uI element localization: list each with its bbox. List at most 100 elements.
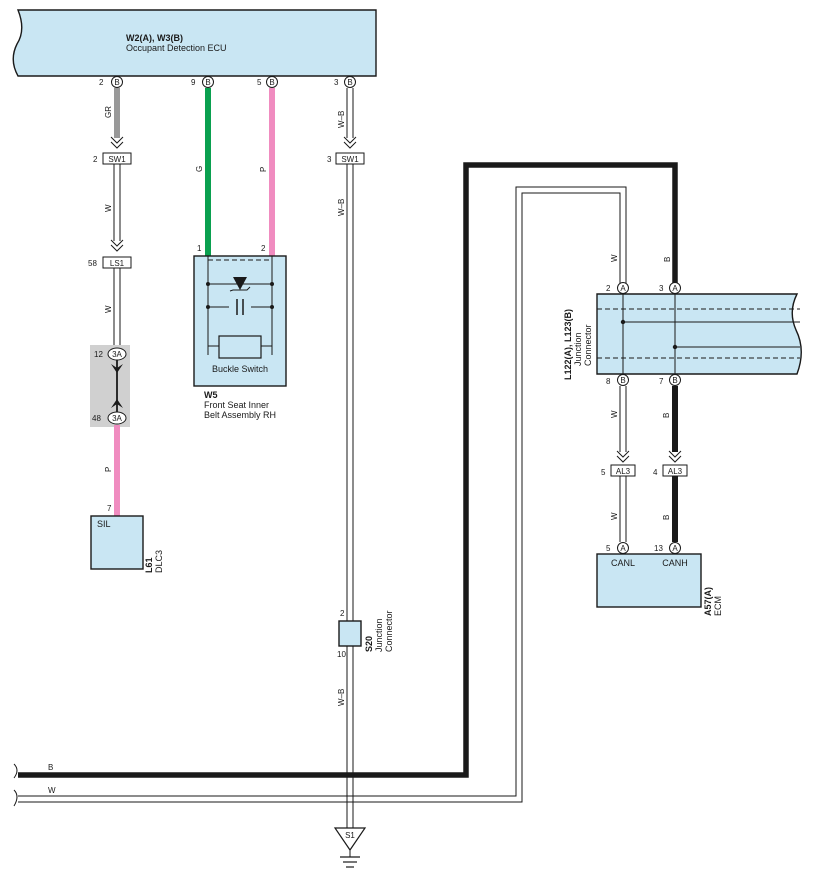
ecm: 5 A 13 A CANL CANH A57(A) ECM	[596, 542, 723, 616]
pin-bottom-right: 7	[659, 377, 664, 386]
plug-chevron-icon	[343, 136, 357, 149]
wire-label-b: B	[662, 515, 671, 520]
wire-b	[672, 386, 678, 452]
pin-number: 2	[99, 78, 104, 87]
pin-number: 5	[601, 468, 606, 477]
ecu-pin-5: 5 B	[257, 76, 278, 88]
pin-number-bottom: 48	[92, 414, 101, 423]
switch-element-icon	[218, 335, 262, 359]
pin-1: 1	[197, 244, 202, 253]
wire-label-gr: GR	[104, 106, 113, 118]
wire-label-w: W	[610, 512, 619, 520]
junction-s20: 2 10 S20 Junction Connector	[337, 609, 394, 659]
occupant-detection-ecu: W2(A), W3(B) Occupant Detection ECU	[12, 9, 377, 77]
ecm-code: A57(A)	[703, 587, 713, 616]
pin-number: 3	[334, 78, 339, 87]
wire-label-g: G	[195, 166, 204, 172]
connector-sw1-right: 3 SW1	[327, 152, 365, 165]
pin-number: 7	[107, 504, 112, 513]
conn-right: A	[672, 544, 678, 553]
pin-top-left: 2	[606, 284, 611, 293]
plug-chevron-icon	[110, 136, 124, 149]
pin-number: 58	[88, 259, 97, 268]
wire-label-b: B	[662, 413, 671, 418]
s20-name-line1: Junction	[374, 618, 384, 652]
wire-label-p: P	[104, 467, 113, 472]
pin-number: 5	[257, 78, 262, 87]
l122-code: L122(A), L123(B)	[563, 309, 573, 380]
connector-name: AL3	[616, 467, 631, 476]
dlc3-name: DLC3	[154, 550, 164, 573]
wire-label-wb: W–B	[337, 199, 346, 216]
pin-connector-letter: B	[205, 78, 210, 87]
bus-wire-b	[18, 162, 678, 778]
wire-p	[114, 425, 120, 516]
bus-label-b: B	[48, 763, 53, 772]
buckle-switch-label: Buckle Switch	[212, 364, 268, 374]
wire-label-w: W	[610, 410, 619, 418]
bus-wire-w-outer	[18, 186, 627, 797]
wire-g	[205, 88, 211, 256]
ground-label: S1	[345, 831, 355, 840]
conn-left: A	[620, 544, 626, 553]
ecm-canh: CANH	[662, 558, 688, 568]
dlc3-connector: 7 SIL L61 DLC3	[90, 504, 164, 573]
pin-top-right: 3	[659, 284, 664, 293]
pin-bottom-left: 8	[606, 377, 611, 386]
connector-al3-left: 5 AL3	[601, 464, 636, 477]
connector-3a: 12 3A 48 3A	[90, 345, 130, 427]
buckle-switch: 1 2 Buckle Switch W5 Front Seat Inner Be…	[193, 244, 287, 420]
conn-top-right: A	[672, 284, 678, 293]
wire-label-b: B	[663, 257, 672, 262]
pin-right: 13	[654, 544, 663, 553]
bus-label-w: W	[48, 786, 56, 795]
ground-point-icon	[333, 827, 367, 852]
pin-connector-letter: B	[269, 78, 274, 87]
l122-name-line2: Connector	[583, 324, 593, 366]
wire-break-icon	[13, 763, 18, 807]
wire-label-wb: W–B	[337, 689, 346, 706]
plug-chevron-icon	[668, 450, 682, 463]
dlc3-terminal: SIL	[97, 519, 111, 529]
wire-label-w: W	[104, 305, 113, 313]
ecu-code: W2(A), W3(B)	[126, 33, 183, 43]
bus-wire-w-inner	[18, 192, 621, 803]
ground-s1: S1	[333, 827, 367, 868]
pin-number: 9	[191, 78, 196, 87]
connector-name-top: 3A	[112, 350, 122, 359]
connector-al3-right: 4 AL3	[653, 464, 688, 477]
conn-bottom-left: B	[620, 376, 625, 385]
s20-code: S20	[364, 636, 374, 652]
pin-2: 2	[261, 244, 266, 253]
conn-bottom-right: B	[672, 376, 677, 385]
wire-label-p: P	[259, 167, 268, 172]
pin-number: 3	[327, 155, 332, 164]
ecu-pin-3: 3 B	[334, 76, 356, 88]
plug-chevron-icon	[616, 450, 630, 463]
ecm-name: ECM	[713, 596, 723, 616]
connector-sw1-left: 2 SW1	[93, 152, 132, 165]
wire-gr	[114, 88, 120, 138]
junction-l122-l123: 2 A 3 A 8 B 7 B L122(A), L123(B) Junctio…	[563, 282, 802, 386]
conn-top-left: A	[620, 284, 626, 293]
zener-diode-icon	[233, 277, 247, 290]
connector-ls1: 58 LS1	[88, 256, 132, 269]
wire-label-w: W	[610, 254, 619, 262]
dlc3-code: L61	[144, 557, 154, 573]
pin-number-top: 12	[94, 350, 103, 359]
connector-name: LS1	[110, 259, 125, 268]
wire-label-wb: W–B	[337, 111, 346, 128]
pin-top: 2	[340, 609, 345, 618]
l122-name-line1: Junction	[573, 332, 583, 366]
plug-chevron-icon	[110, 239, 124, 252]
wire-p-buckle	[269, 88, 275, 256]
pin-connector-letter: B	[114, 78, 119, 87]
buckle-code: W5	[204, 390, 218, 400]
pin-number: 2	[93, 155, 98, 164]
ecu-pin-2: 2 B	[99, 76, 123, 88]
pin-connector-letter: B	[347, 78, 352, 87]
arrow-down-icon	[111, 364, 123, 373]
pin-number: 4	[653, 468, 658, 477]
buckle-name-line2: Belt Assembly RH	[204, 410, 276, 420]
